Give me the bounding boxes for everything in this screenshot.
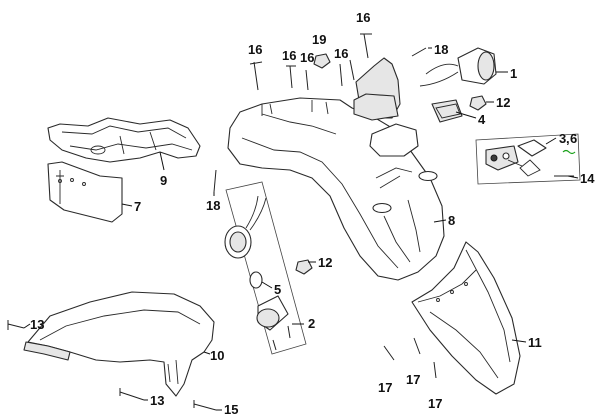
callout-13-upper: 13: [30, 317, 44, 332]
callout-17-a: 17: [378, 380, 392, 395]
callout-10: 10: [210, 348, 224, 363]
part-7-splash-panel: [47, 161, 123, 223]
part-11-rear-mudguard: [411, 241, 521, 395]
callout-16-e: 16: [356, 10, 370, 25]
part-3-6-detail-box: [475, 133, 581, 185]
callout-5: 5: [274, 282, 281, 297]
callout-15: 15: [224, 402, 238, 417]
callout-2: 2: [308, 316, 315, 331]
callout-18-lower: 18: [206, 198, 220, 213]
callout-16-c: 16: [300, 50, 314, 65]
callout-16-d: 16: [334, 46, 348, 61]
callout-3-separator: ,: [566, 131, 570, 146]
callout-14: 14: [580, 171, 595, 186]
leader-lines: [23, 47, 579, 411]
part-1-turn-signal: [419, 47, 497, 87]
callout-16-a: 16: [248, 42, 262, 57]
callout-19: 19: [312, 32, 326, 47]
part-9-frame-bracket: [47, 117, 201, 163]
callout-17-c: 17: [428, 396, 442, 411]
callout-3: 3: [559, 131, 566, 146]
callout-16-b: 16: [282, 48, 296, 63]
callout-18-upper: 18: [434, 42, 448, 57]
callout-1: 1: [510, 66, 517, 81]
callout-8: 8: [448, 213, 455, 228]
fasteners: [7, 33, 574, 411]
part-2-lamp-group: [224, 181, 307, 355]
callout-13-lower: 13: [150, 393, 164, 408]
part-4-plate-bracket: [431, 99, 463, 123]
highlight-mark-icon: [562, 149, 576, 155]
callout-11: 11: [528, 335, 542, 350]
callout-7: 7: [134, 199, 141, 214]
callout-4: 4: [478, 112, 486, 127]
part-8-rear-fender: [227, 57, 445, 281]
part-10-inner-fender: [23, 291, 215, 397]
callout-12-lower: 12: [318, 255, 332, 270]
callout-6: 6: [570, 131, 577, 146]
callout-12-upper: 12: [496, 95, 510, 110]
callout-labels: 1 2 3 , 6 4 5 7 8 9 10 11 12 12 13 13 14…: [30, 10, 595, 417]
callout-9: 9: [160, 173, 167, 188]
callout-17-b: 17: [406, 372, 420, 387]
